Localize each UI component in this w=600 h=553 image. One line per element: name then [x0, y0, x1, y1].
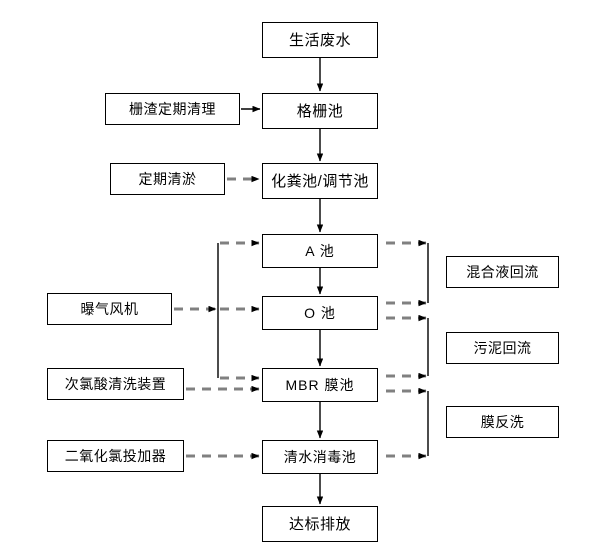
node-compliant-discharge[interactable]: 达标排放	[262, 506, 378, 542]
node-sludge-return[interactable]: 污泥回流	[446, 332, 559, 364]
node-grid-tank[interactable]: 格栅池	[262, 93, 378, 129]
node-a-pool[interactable]: A 池	[262, 234, 378, 268]
node-hypochlorous-acid-cleaning-device[interactable]: 次氯酸清洗装置	[47, 368, 184, 400]
node-clearwater-disinfection-tank[interactable]: 清水消毒池	[262, 440, 378, 474]
node-mbr-membrane-tank[interactable]: MBR 膜池	[262, 368, 378, 402]
node-septic-regulating-tank[interactable]: 化粪池/调节池	[262, 163, 378, 199]
solid-flow-edges	[241, 58, 324, 505]
bus-lines	[217, 243, 429, 456]
node-o-pool[interactable]: O 池	[262, 296, 378, 330]
node-mixed-liquor-return[interactable]: 混合液回流	[446, 256, 559, 288]
node-screenings-regular-cleaning[interactable]: 栅渣定期清理	[105, 93, 240, 125]
node-influent[interactable]: 生活废水	[262, 22, 378, 58]
node-aeration-blower[interactable]: 曝气风机	[47, 293, 172, 325]
node-membrane-backwash[interactable]: 膜反洗	[446, 406, 559, 438]
dashed-aux-edges	[174, 175, 427, 460]
node-chlorine-dioxide-doser[interactable]: 二氧化氯投加器	[47, 440, 184, 472]
node-regular-desilting[interactable]: 定期清淤	[110, 163, 225, 195]
